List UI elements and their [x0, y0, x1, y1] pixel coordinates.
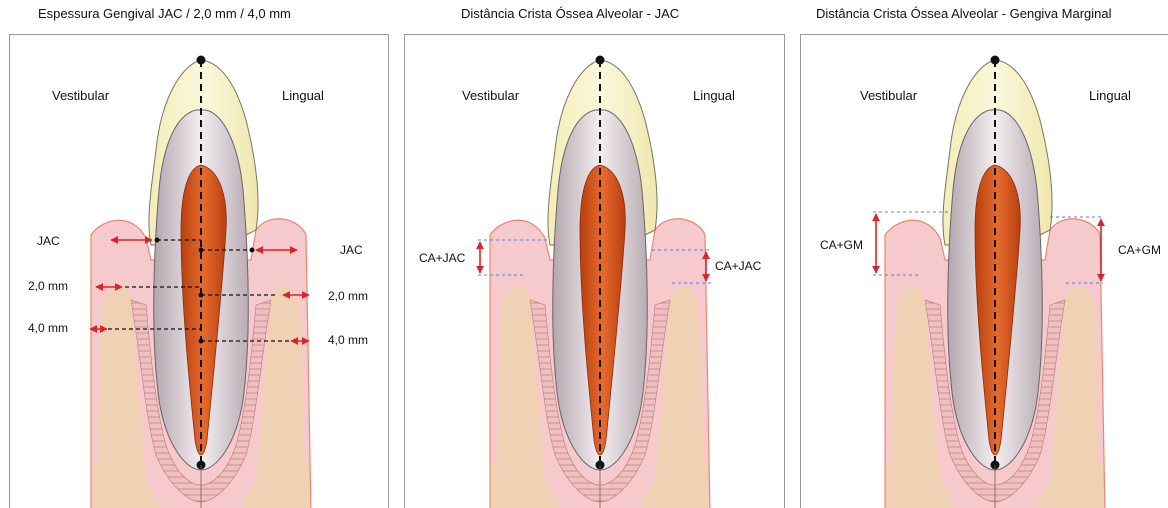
panel-3-tooth: [885, 56, 1105, 508]
panel-2-left-label: CA+JAC: [419, 251, 466, 265]
panel-1-vestibular-label: Vestibular: [52, 88, 110, 103]
panel-1-tooth: [91, 56, 311, 508]
panel-1-lingual-label: Lingual: [282, 88, 324, 103]
panel-1-left-label-jac: JAC: [37, 234, 60, 248]
panel-3-left-label: CA+GM: [820, 238, 863, 252]
panel-2-right-label: CA+JAC: [715, 259, 762, 273]
panel-3-vestibular-label: Vestibular: [860, 88, 918, 103]
panel-1-left-label-4mm: 4,0 mm: [28, 321, 68, 335]
panel-2-vestibular-label: Vestibular: [462, 88, 520, 103]
panel-1-right-label-jac: JAC: [340, 243, 363, 257]
panel-3-right-label: CA+GM: [1118, 243, 1161, 257]
panel-2-lingual-label: Lingual: [693, 88, 735, 103]
panel-1-right-label-2mm: 2,0 mm: [328, 289, 368, 303]
panel-1-right-label-4mm: 4,0 mm: [328, 333, 368, 347]
panel-1-left-label-2mm: 2,0 mm: [28, 279, 68, 293]
panel-3-lingual-label: Lingual: [1089, 88, 1131, 103]
panel-2-tooth: [490, 56, 710, 508]
